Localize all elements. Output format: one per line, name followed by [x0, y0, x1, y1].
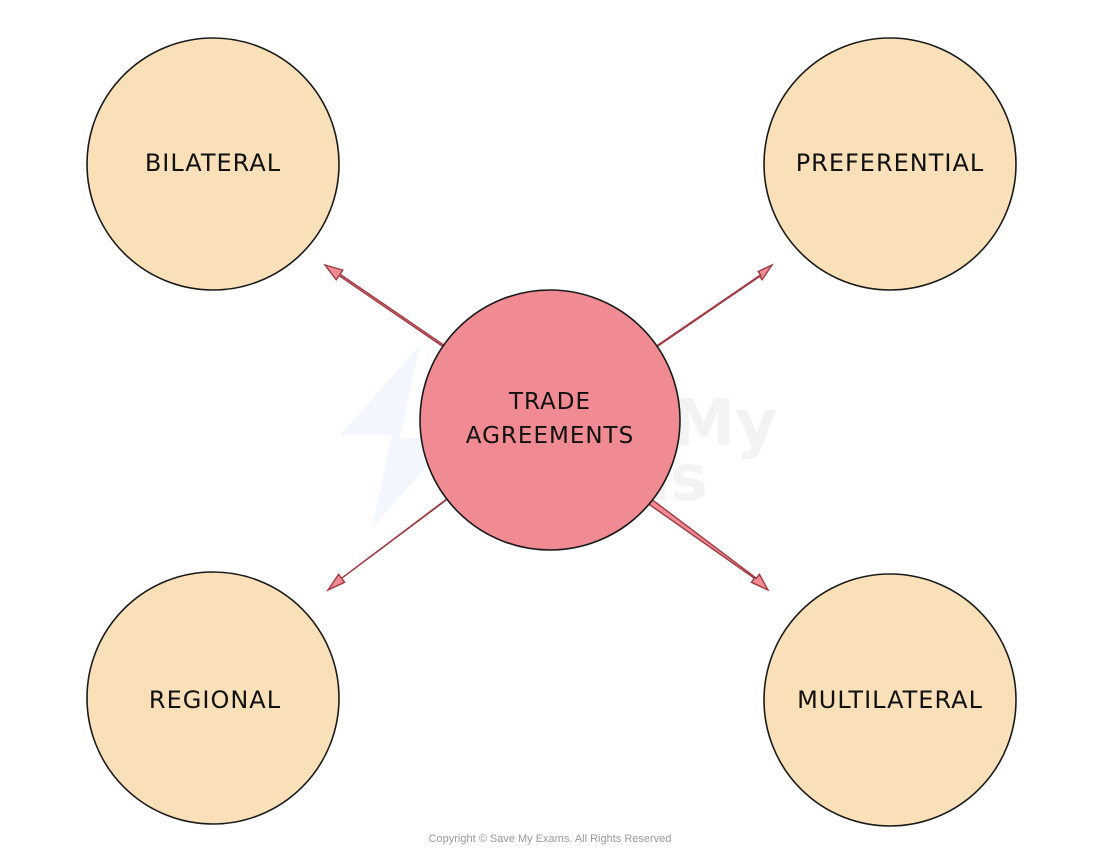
node-regional-circle	[86, 571, 340, 825]
node-preferential-label: PREFERENTIAL	[796, 149, 985, 177]
node-regional-label: REGIONAL	[149, 686, 281, 714]
copyright-notice: Copyright © Save My Exams. All Rights Re…	[428, 833, 672, 845]
arrow-to-bilateral	[323, 263, 448, 349]
arrows	[323, 263, 774, 592]
node-multilateral-label: MULTILATERAL	[797, 686, 983, 714]
arrow-to-preferential	[650, 263, 774, 349]
center-circle	[419, 289, 681, 551]
arrow-to-regional	[326, 497, 449, 592]
node-multilateral: MULTILATERAL	[763, 573, 1017, 827]
node-bilateral: BILATERAL	[86, 37, 340, 291]
node-trade-agreements: TRADE AGREEMENTS	[419, 289, 681, 551]
node-preferential-circle	[763, 37, 1017, 291]
center-label-line-1: TRADE	[508, 389, 591, 415]
node-regional: REGIONAL	[86, 571, 340, 825]
center-label-line-2: AGREEMENTS	[466, 423, 634, 449]
node-preferential: PREFERENTIAL	[763, 37, 1017, 291]
node-multilateral-circle	[763, 573, 1017, 827]
node-bilateral-circle	[86, 37, 340, 291]
watermark-bolt-icon	[340, 345, 452, 528]
node-bilateral-label: BILATERAL	[145, 149, 281, 177]
arrow-to-multilateral	[649, 496, 770, 592]
